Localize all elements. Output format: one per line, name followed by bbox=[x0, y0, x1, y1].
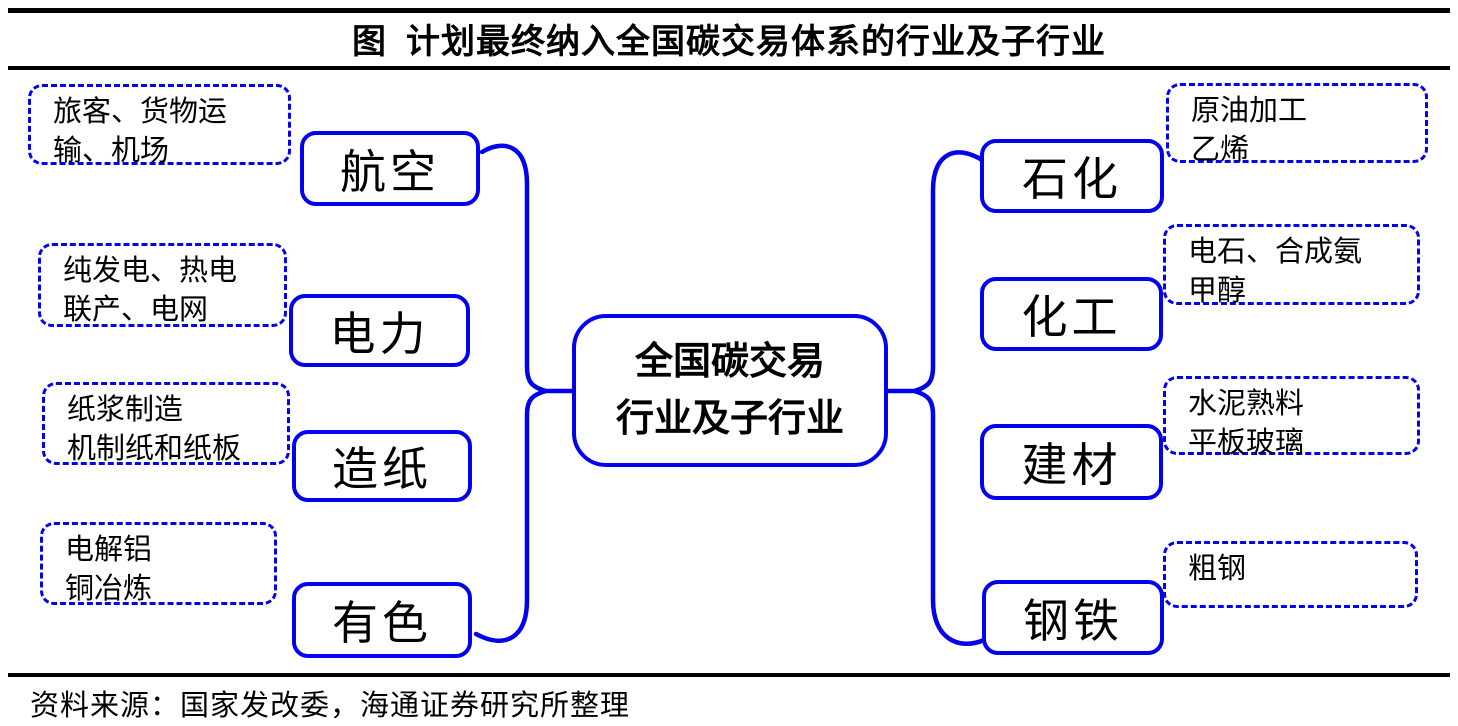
bottom-rule bbox=[8, 673, 1450, 677]
sub-line: 粗钢 bbox=[1188, 553, 1247, 585]
sub-line: 旅客、货物运 bbox=[53, 96, 228, 128]
sub-line: 铜冶炼 bbox=[65, 573, 153, 605]
industry-box-paper: 造纸 bbox=[292, 430, 472, 502]
sub-line: 电石、合成氨 bbox=[1188, 236, 1363, 268]
industry-box-power: 电力 bbox=[289, 294, 470, 367]
industry-box-aviation: 航空 bbox=[300, 131, 480, 206]
left-brace-line bbox=[473, 143, 577, 643]
sub-line: 原油加工 bbox=[1191, 95, 1308, 127]
sub-line: 水泥熟料 bbox=[1188, 388, 1305, 420]
center-node: 全国碳交易 行业及子行业 bbox=[572, 314, 888, 467]
sub-line: 机制纸和纸板 bbox=[67, 433, 242, 465]
sub-line: 平板玻璃 bbox=[1188, 427, 1305, 459]
sub-box-paper: 纸浆制造 机制纸和纸板 bbox=[42, 382, 290, 465]
top-rule bbox=[8, 8, 1450, 13]
right-brace-line bbox=[883, 150, 987, 646]
industry-box-petrochemical: 石化 bbox=[980, 139, 1164, 213]
sub-line: 甲醇 bbox=[1188, 275, 1247, 307]
sub-line: 联产、电网 bbox=[63, 294, 209, 326]
sub-box-aviation: 旅客、货物运 输、机场 bbox=[28, 84, 291, 167]
sub-line: 纯发电、热电 bbox=[63, 255, 238, 287]
industry-box-steel: 钢铁 bbox=[982, 580, 1164, 655]
center-node-line2: 行业及子行业 bbox=[615, 397, 844, 440]
sub-box-power: 纯发电、热电 联产、电网 bbox=[38, 243, 287, 327]
figure-title: 图 计划最终纳入全国碳交易体系的行业及子行业 bbox=[352, 24, 1106, 61]
sub-line: 乙烯 bbox=[1191, 134, 1250, 166]
sub-line: 电解铝 bbox=[65, 534, 153, 566]
industry-box-building-materials: 建材 bbox=[980, 424, 1163, 500]
sub-line: 纸浆制造 bbox=[67, 394, 184, 426]
source-note: 资料来源：国家发改委，海通证券研究所整理 bbox=[30, 690, 631, 722]
industry-box-chemical: 化工 bbox=[980, 277, 1163, 351]
sub-box-building-materials: 水泥熟料 平板玻璃 bbox=[1163, 376, 1420, 459]
industry-box-nonferrous: 有色 bbox=[292, 582, 472, 658]
sub-line: 输、机场 bbox=[53, 135, 170, 167]
center-node-line1: 全国碳交易 bbox=[634, 340, 825, 383]
title-bottom-rule bbox=[8, 66, 1450, 70]
sub-box-nonferrous: 电解铝 铜冶炼 bbox=[40, 522, 277, 605]
sub-box-steel: 粗钢 bbox=[1163, 541, 1418, 608]
sub-box-chemical: 电石、合成氨 甲醇 bbox=[1163, 224, 1420, 307]
sub-box-petrochemical: 原油加工 乙烯 bbox=[1166, 83, 1428, 166]
